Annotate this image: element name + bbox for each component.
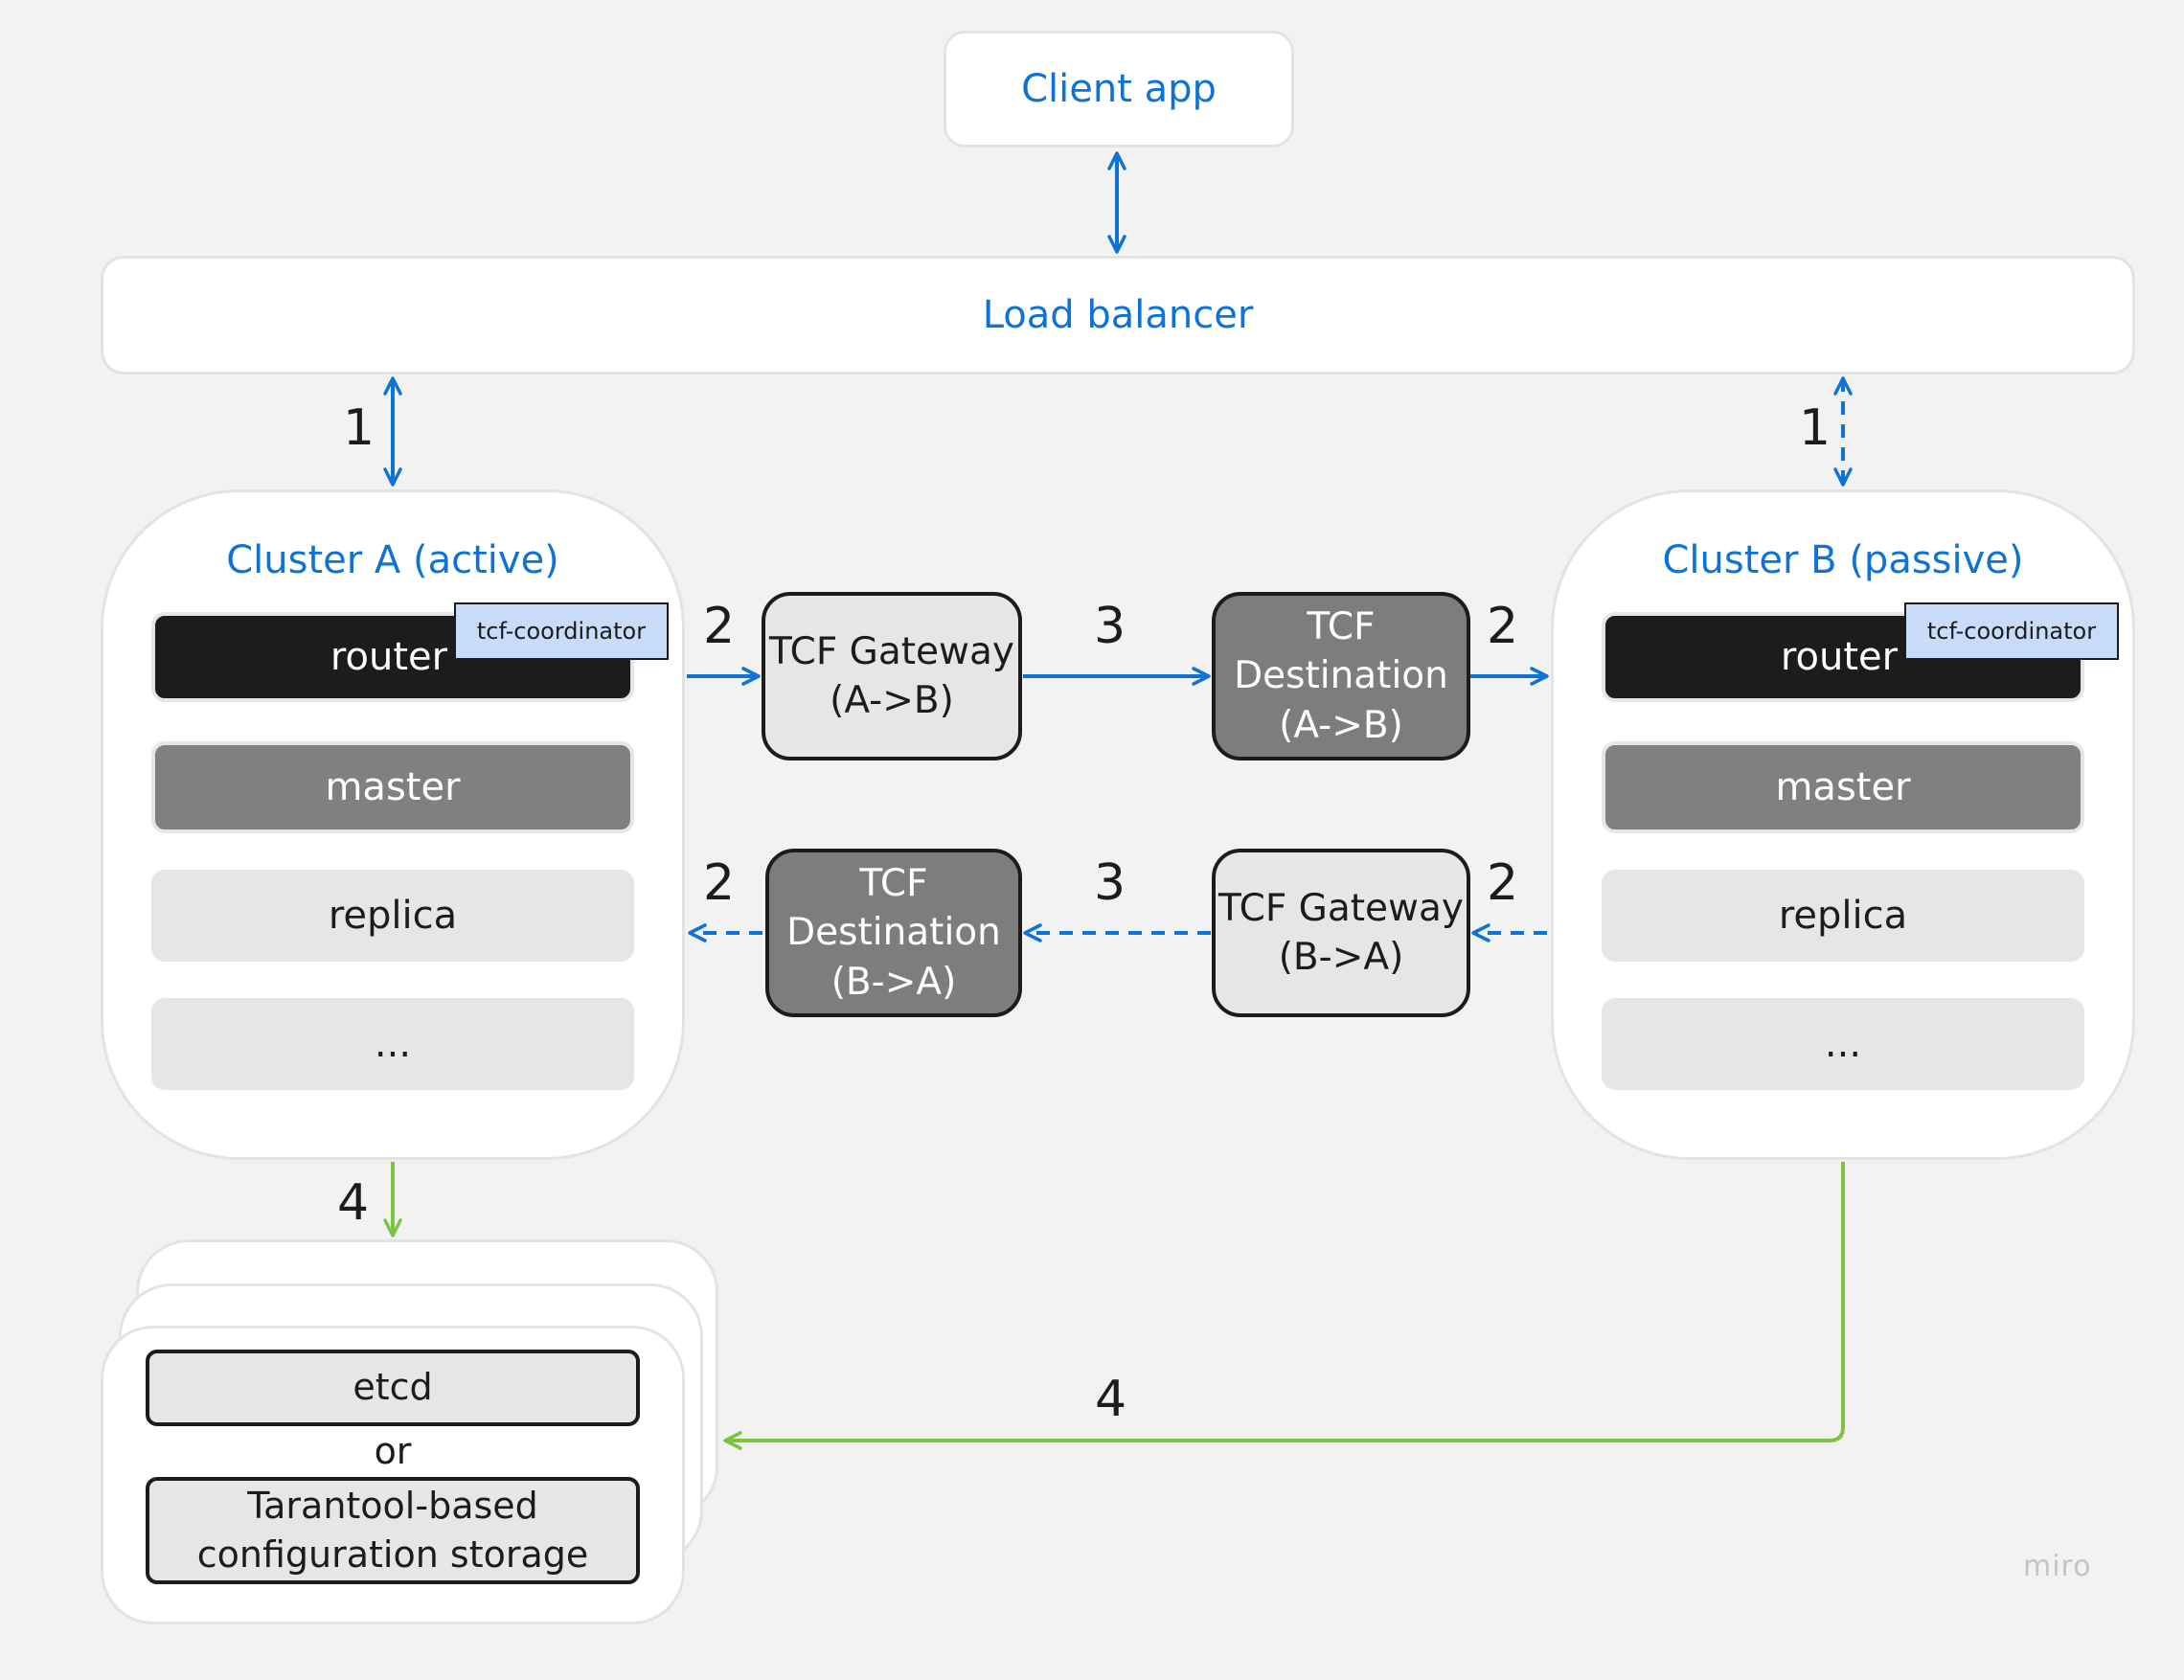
cluster-a-replica: replica — [151, 870, 634, 962]
tcf-gateway-ba-line1: TCF Gateway — [1218, 886, 1464, 930]
step-number-gateway-ba-destination: 3 — [1094, 854, 1126, 912]
tcf-destination-ba-line1: TCF — [859, 861, 928, 905]
cluster-b-title: Cluster B (passive) — [1662, 538, 2024, 582]
load-balancer-label: Load balancer — [982, 293, 1254, 337]
cluster-a-more: ... — [151, 998, 634, 1090]
step-number-a-storage: 4 — [337, 1174, 370, 1232]
cluster-b-coordinator: tcf-coordinator — [1904, 602, 2119, 660]
step-number-destination-a: 2 — [703, 854, 736, 912]
client-app-box: Client app — [944, 31, 1294, 148]
step-number-a-gateway: 2 — [703, 598, 736, 655]
tcf-gateway-ab-line2: (A->B) — [830, 679, 954, 722]
client-app-label: Client app — [1021, 67, 1217, 111]
cluster-a-router-label: router — [330, 635, 448, 679]
tcf-gateway-ba: TCF Gateway (B->A) — [1212, 849, 1470, 1017]
tcf-destination-ba-line2: Destination — [786, 911, 1001, 955]
cluster-b-more: ... — [1602, 998, 2084, 1090]
step-number-lb-a: 1 — [343, 399, 375, 457]
tcf-gateway-ab: TCF Gateway (A->B) — [762, 592, 1022, 761]
tcf-destination-ab: TCF Destination (A->B) — [1212, 592, 1470, 761]
step-number-gateway-destination: 3 — [1094, 598, 1126, 655]
storage-etcd: etcd — [146, 1350, 640, 1426]
cluster-a-coordinator: tcf-coordinator — [454, 602, 669, 660]
arrow-b-to-storage — [723, 1162, 1845, 1450]
tcf-destination-ab-line3: (A->B) — [1279, 703, 1403, 747]
cluster-b-router-label: router — [1780, 635, 1899, 679]
tcf-gateway-ab-line1: TCF Gateway — [769, 629, 1014, 673]
cluster-a-title: Cluster A (active) — [226, 538, 559, 582]
tcf-gateway-ba-line2: (B->A) — [1278, 936, 1404, 979]
storage-tarantool-line2: configuration storage — [196, 1533, 589, 1576]
miro-watermark: miro — [2023, 1550, 2092, 1583]
tcf-destination-ba-line3: (B->A) — [830, 960, 957, 1004]
step-number-b-gateway-ba: 2 — [1487, 854, 1519, 912]
cluster-b-master: master — [1602, 741, 2084, 833]
cluster-b-replica: replica — [1602, 870, 2084, 962]
storage-or: or — [374, 1430, 412, 1472]
storage-tarantool-line1: Tarantool-based — [247, 1484, 538, 1527]
tcf-destination-ba: TCF Destination (B->A) — [765, 849, 1022, 1017]
cluster-a-master: master — [151, 741, 634, 833]
step-number-b-storage: 4 — [1095, 1371, 1127, 1428]
storage-tarantool: Tarantool-based configuration storage — [146, 1477, 640, 1584]
tcf-destination-ab-line2: Destination — [1234, 654, 1448, 698]
step-number-destination-b: 2 — [1487, 598, 1519, 655]
tcf-destination-ab-line1: TCF — [1307, 604, 1376, 648]
load-balancer-box: Load balancer — [101, 256, 2135, 375]
step-number-lb-b: 1 — [1799, 399, 1831, 457]
